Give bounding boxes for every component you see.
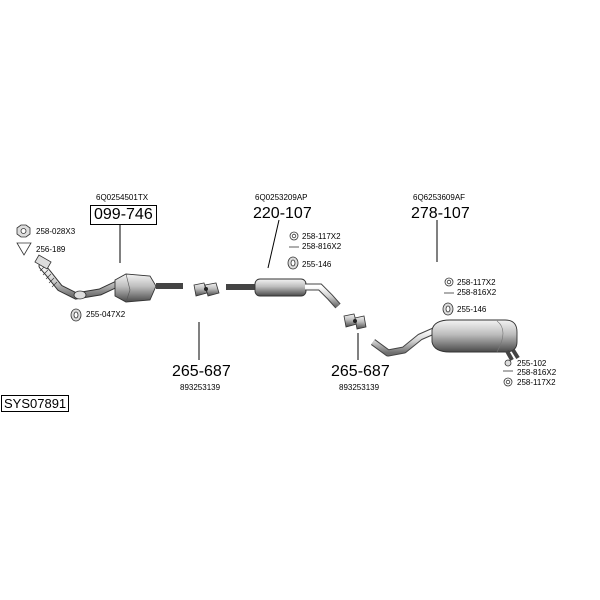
hardware-icons [16, 224, 513, 387]
rear-small-part[interactable]: 258-117X2 [457, 278, 496, 287]
connector-2-shape [343, 313, 367, 330]
rear-tail-part[interactable]: 255-102 [517, 359, 547, 368]
front-small-part[interactable]: 256-189 [36, 245, 66, 254]
connector-1-oe-number: 893253139 [180, 383, 221, 392]
middle-silencer-shape [226, 278, 341, 309]
rear-oe-number: 6Q6253609AF [413, 193, 466, 202]
connector-1-shape [193, 282, 220, 297]
rear-small-part[interactable]: 258-816X2 [457, 288, 497, 297]
rear-tail-part[interactable]: 258-816X2 [517, 368, 557, 377]
rear-small-part[interactable]: 255-146 [457, 305, 487, 314]
middle-oe-number: 6Q0253209AP [255, 193, 308, 202]
front-oe-number: 6Q0254501TX [96, 193, 149, 202]
rear-part-number[interactable]: 278-107 [411, 205, 470, 222]
leader-lines [119, 219, 438, 360]
connector-2-part-number[interactable]: 265-687 [331, 363, 390, 380]
connector-2-oe-number: 893253139 [339, 383, 380, 392]
middle-small-part[interactable]: 258-816X2 [302, 242, 342, 251]
middle-small-part[interactable]: 255-146 [302, 260, 332, 269]
front-small-part[interactable]: 255-047X2 [86, 310, 126, 319]
middle-small-part[interactable]: 258-117X2 [302, 232, 341, 241]
catalytic-converter-shape [34, 254, 183, 303]
rear-silencer-shape [370, 319, 520, 361]
front-small-part[interactable]: 258-028X3 [36, 227, 76, 236]
diagram-id: SYS07891 [1, 395, 70, 412]
middle-part-number[interactable]: 220-107 [253, 205, 312, 222]
rear-tail-part[interactable]: 258-117X2 [517, 378, 556, 387]
connector-1-part-number[interactable]: 265-687 [172, 363, 231, 380]
front-part-number[interactable]: 099-746 [90, 205, 157, 225]
